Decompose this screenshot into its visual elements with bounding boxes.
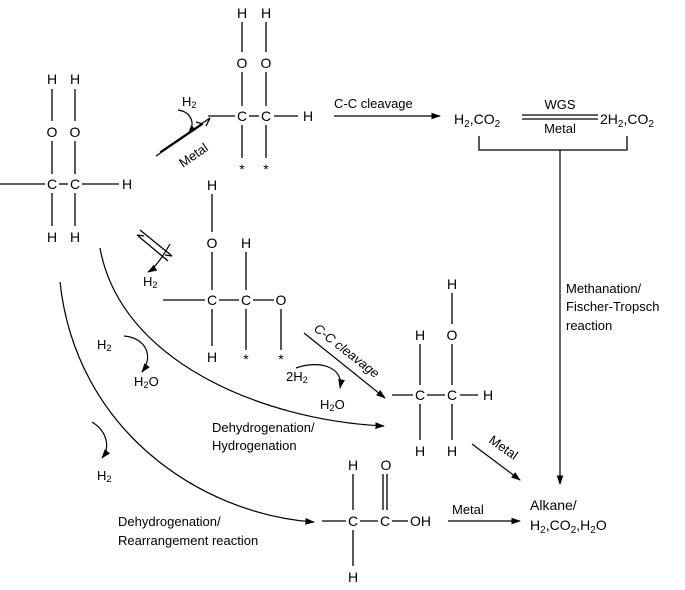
h-atom: H: [415, 443, 425, 459]
wgs-label: WGS: [544, 97, 575, 112]
h-atom: H: [70, 71, 80, 87]
methanation-label-line3: reaction: [566, 318, 612, 333]
alkane-co-products: H2,CO2,H2O: [530, 517, 607, 536]
h-atom: H: [241, 235, 251, 251]
h2-reagent: H2: [182, 94, 197, 110]
o-atom: O: [261, 55, 272, 71]
h-atom: H: [415, 327, 425, 343]
h-atom: H: [47, 71, 57, 87]
h-atom: H: [483, 387, 493, 403]
h-atom: H: [348, 569, 358, 585]
h-atom: H: [348, 457, 358, 473]
methanation-label-line1: Methanation/: [566, 281, 642, 296]
dehydro-rearr-label-line2: Rearrangement reaction: [118, 533, 258, 548]
surface-site-star: *: [239, 161, 245, 177]
equilibrium-h2-arrows: H2: [136, 229, 173, 290]
c-atom: C: [237, 108, 247, 124]
o-atom: O: [447, 327, 458, 343]
h-atom: H: [122, 176, 132, 192]
o-atom: O: [276, 292, 287, 308]
h2o-reagent: H2O: [134, 374, 159, 390]
h2o-reagent: H2O: [320, 397, 345, 413]
middle-intermediate: H O H C C O H * *: [163, 177, 287, 367]
c-atom: C: [207, 292, 217, 308]
dehydro-hydro-label-line2: Hydrogenation: [212, 438, 297, 453]
surface-site-star: *: [243, 351, 249, 367]
methanation-label-line2: Fischer-Tropsch: [566, 299, 659, 314]
h-atom: H: [261, 5, 271, 21]
two-h2-co2-species: 2H2,CO2: [600, 111, 654, 130]
two-h2-reagent: 2H2: [286, 369, 308, 385]
wgs-equilibrium: H2,CO2 WGS Metal 2H2,CO2: [454, 97, 654, 151]
acetic-acid: H O C C OH H: [322, 457, 431, 585]
equilibrium-metal-arrows: H2 Metal: [155, 94, 211, 171]
h2-reagent: H2: [97, 468, 112, 484]
alkane-product: Alkane/: [530, 497, 577, 513]
ethylene-glycol: H H O O C C H H H: [0, 71, 132, 245]
o-atom: O: [381, 457, 392, 473]
c-atom: C: [447, 387, 457, 403]
ethanol: H H O C C H H H: [392, 276, 493, 459]
h-atom: H: [207, 349, 217, 365]
c-atom: C: [348, 513, 358, 529]
metal-label: Metal: [176, 140, 211, 171]
h-atom: H: [303, 108, 313, 124]
c-atom: C: [261, 108, 271, 124]
o-atom: O: [70, 124, 81, 140]
c-atom: C: [47, 176, 57, 192]
metal-label: Metal: [544, 121, 576, 136]
o-atom: O: [237, 55, 248, 71]
cc-cleavage-label: C-C cleavage: [311, 321, 382, 381]
c-atom: C: [415, 387, 425, 403]
c-atom: C: [380, 513, 390, 529]
h-atom: H: [47, 229, 57, 245]
h2-reagent: H2: [97, 337, 112, 353]
h2-co2-species: H2,CO2: [454, 111, 501, 130]
cc-cleavage-label: C-C cleavage: [334, 96, 413, 111]
h-atom: H: [447, 276, 457, 292]
c-atom: C: [241, 292, 251, 308]
dehydro-rearr-label-line1: Dehydrogenation/: [118, 514, 221, 529]
metal-label: Metal: [452, 502, 484, 517]
surface-site-star: *: [263, 161, 269, 177]
h-atom: H: [207, 177, 217, 193]
o-atom: O: [207, 235, 218, 251]
surface-site-star: *: [278, 351, 284, 367]
o-atom: O: [47, 124, 58, 140]
dehydro-hydro-label-line1: Dehydrogenation/: [212, 420, 315, 435]
h-atom: H: [70, 229, 80, 245]
c-atom: C: [70, 176, 80, 192]
top-intermediate: H H O O C C H * *: [208, 5, 313, 177]
h2-reagent: H2: [143, 274, 158, 290]
h-atom: H: [447, 443, 457, 459]
h-atom: H: [237, 5, 247, 21]
oh-group: OH: [410, 513, 431, 529]
